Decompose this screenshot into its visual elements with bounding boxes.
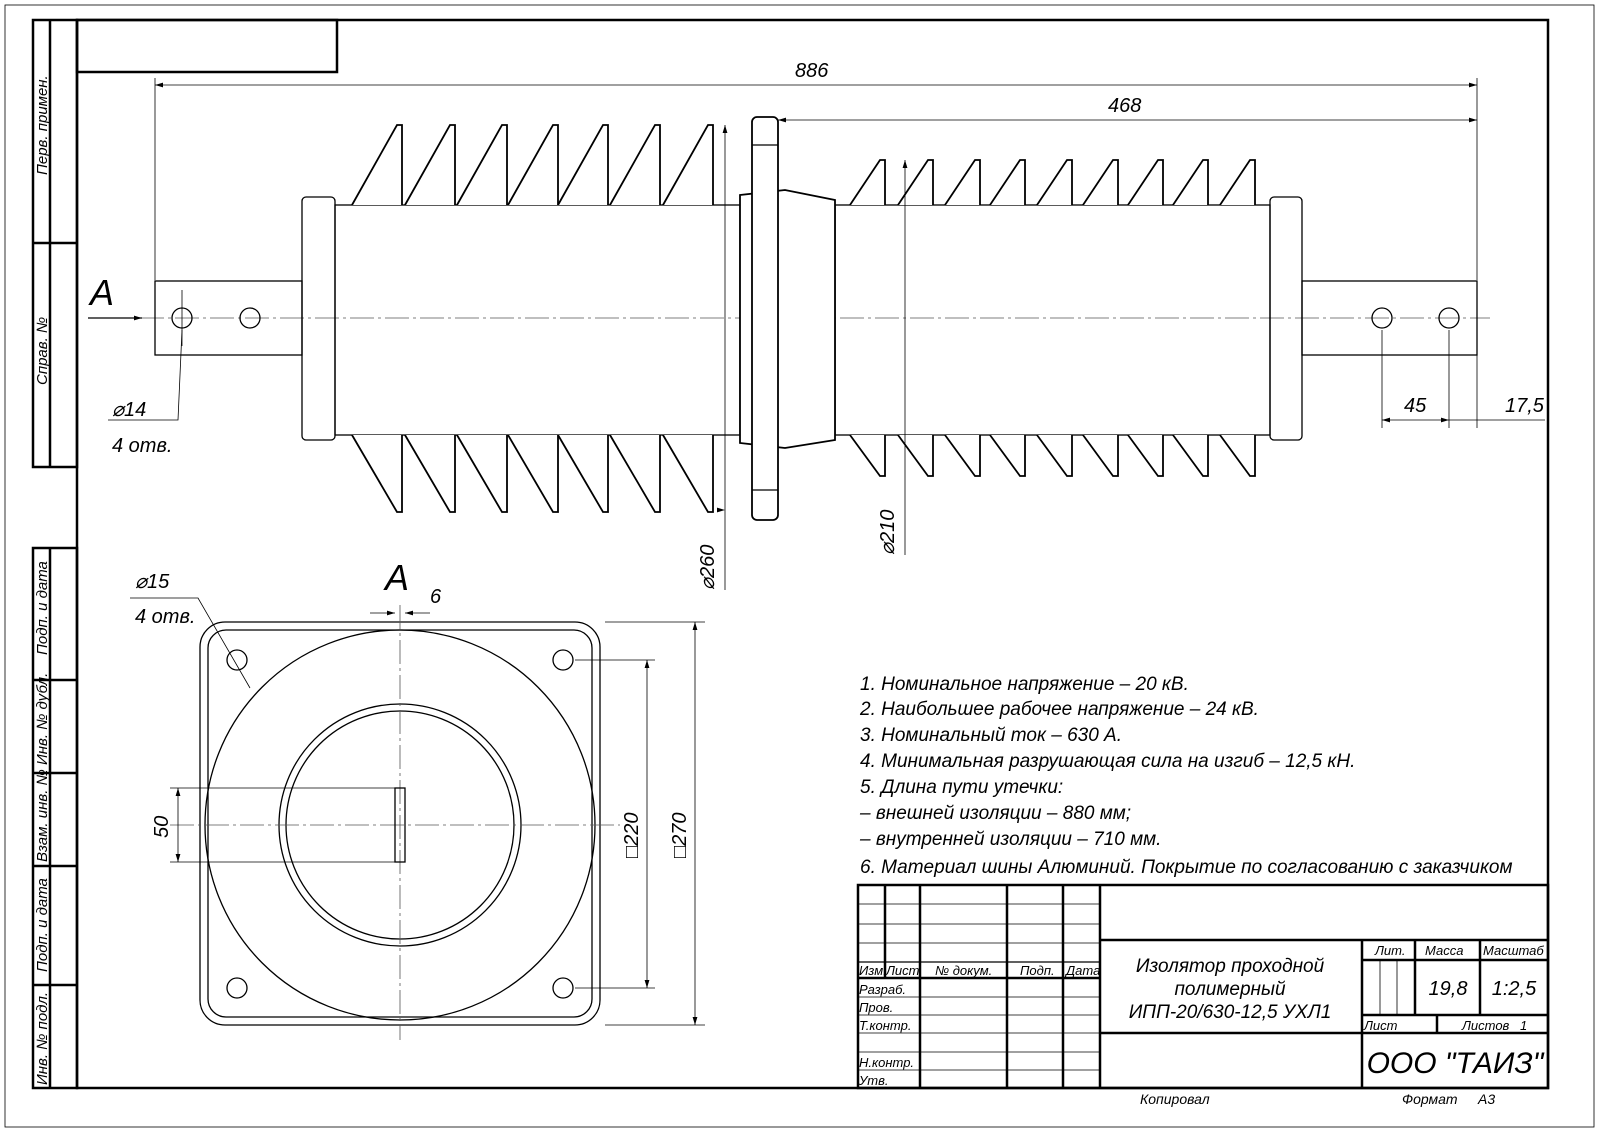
note: 4. Минимальная разрушающая сила на изгиб… [860,751,1355,772]
drawing-frame [75,18,1550,1090]
flange-hole [226,649,248,671]
insulator-front-view [170,605,620,1040]
side-label: Инв. № подл. [34,992,51,1085]
insulator-shed [404,124,456,513]
insulator-shed [557,124,609,513]
bus-hole [1371,307,1393,329]
dim-bus-hole-dia: ⌀14 [112,399,146,421]
note: – внутренней изоляции – 710 мм. [859,829,1161,850]
insulator-shed [1082,159,1119,477]
bus-slot [394,787,406,863]
sheet-label: Лист [1363,1018,1398,1033]
insulator-side-view [140,116,1490,521]
insulator-shed [609,124,661,513]
bus-hole [1438,307,1460,329]
note: 5. Длина пути утечки: [860,777,1063,798]
flange-hole [226,977,248,999]
side-label: Справ. № [34,317,51,385]
note: 2. Наибольшее рабочее напряжение – 24 кВ… [859,699,1259,720]
mass-value: 19,8 [1429,978,1468,1000]
side-label: Подп. и дата [34,878,51,972]
insulator-shed [1036,159,1073,477]
role-label: Н.контр. [859,1055,914,1070]
side-strip-bottom [31,546,79,1090]
dim-shed-210: ⌀210 [877,510,899,555]
company-name: ООО "ТАИЗ" [1367,1047,1545,1080]
title-line: ИПП-20/630-12,5 УХЛ1 [1129,1002,1332,1023]
role-label: Утв. [858,1073,889,1088]
format-value: А3 [1477,1091,1495,1107]
dim-886: 886 [795,60,829,82]
note: 1. Номинальное напряжение – 20 кВ. [860,674,1189,695]
flange-hole [552,977,574,999]
header-cell: Лист [885,963,920,978]
header-cell: Подп. [1020,963,1055,978]
technical-notes: 1. Номинальное напряжение – 20 кВ. 2. На… [859,674,1513,878]
title-line: Изолятор проходной [1136,956,1325,977]
flange-hole [552,649,574,671]
insulator-shed [849,159,886,477]
role-label: Разраб. [859,982,906,997]
right-housing [834,204,1271,436]
lit-label: Лит. [1374,943,1405,958]
insulator-shed [351,124,403,513]
dim-270: □270 [669,813,691,858]
insulator-shed [1127,159,1164,477]
format-label: Формат [1402,1091,1458,1107]
dim-45: 45 [1404,395,1427,417]
header-cell: № докум. [935,963,992,978]
role-label: Пров. [859,1000,893,1015]
insulator-shed [1219,159,1256,477]
sheets-count: 1 [1520,1018,1527,1033]
title-line: полимерный [1174,979,1285,1000]
header-cell: Изм. [859,963,887,978]
side-view-dimensions: 886 468 45 17,5 ⌀14 4 отв. A ⌀260 ⌀210 [88,60,1545,590]
section-a-label: A [88,272,114,313]
insulator-shed [507,124,559,513]
left-end-cap [301,196,336,441]
note: – внешней изоляции – 880 мм; [859,803,1131,824]
note: 6. Материал шины Алюминий. Покрытие по с… [860,857,1513,878]
right-end-cap [1269,196,1303,441]
role-label: Т.контр. [859,1018,911,1033]
dim-slot-6: 6 [430,586,442,608]
dim-flange-hole-count: 4 отв. [135,606,195,628]
top-left-box [75,18,339,74]
dim-220: □220 [621,813,643,858]
sheet-border [4,4,1595,1128]
left-housing [334,204,741,436]
dim-468: 468 [1108,95,1141,117]
bus-hole [239,307,261,329]
insulator-shed [989,159,1026,477]
dim-shed-260: ⌀260 [697,545,719,590]
central-flange [751,116,779,521]
insulator-shed [944,159,981,477]
dim-slot-50: 50 [151,816,173,838]
title-block: Изм. Лист № докум. Подп. Дата Разраб. Пр… [856,883,1550,1090]
side-strip-top [31,18,79,469]
insulator-shed [662,124,714,513]
note: 3. Номинальный ток – 630 А. [860,725,1122,746]
dim-17-5: 17,5 [1505,395,1545,417]
copied-label: Копировал [1140,1091,1210,1107]
insulator-shed [1172,159,1209,477]
side-label: Инв. № дубл. [34,673,51,765]
dim-flange-hole-dia: ⌀15 [135,571,170,593]
insulator-shed [456,124,508,513]
side-label: Взам. инв. № [34,769,51,862]
sheets-label: Листов [1461,1018,1510,1033]
insulator-shed [897,159,934,477]
scale-value: 1:2,5 [1492,978,1537,1000]
scale-label: Масштаб [1483,943,1544,958]
mass-label: Масса [1425,943,1463,958]
dim-bus-hole-count: 4 отв. [112,435,172,457]
side-label: Подп. и дата [34,561,51,655]
front-view-dimensions: A 6 ⌀15 4 отв. 50 □220 □270 [130,557,705,1026]
side-label: Перв. примен. [34,75,51,175]
header-cell: Дата [1064,963,1100,978]
section-a-label-front: A [383,557,409,598]
